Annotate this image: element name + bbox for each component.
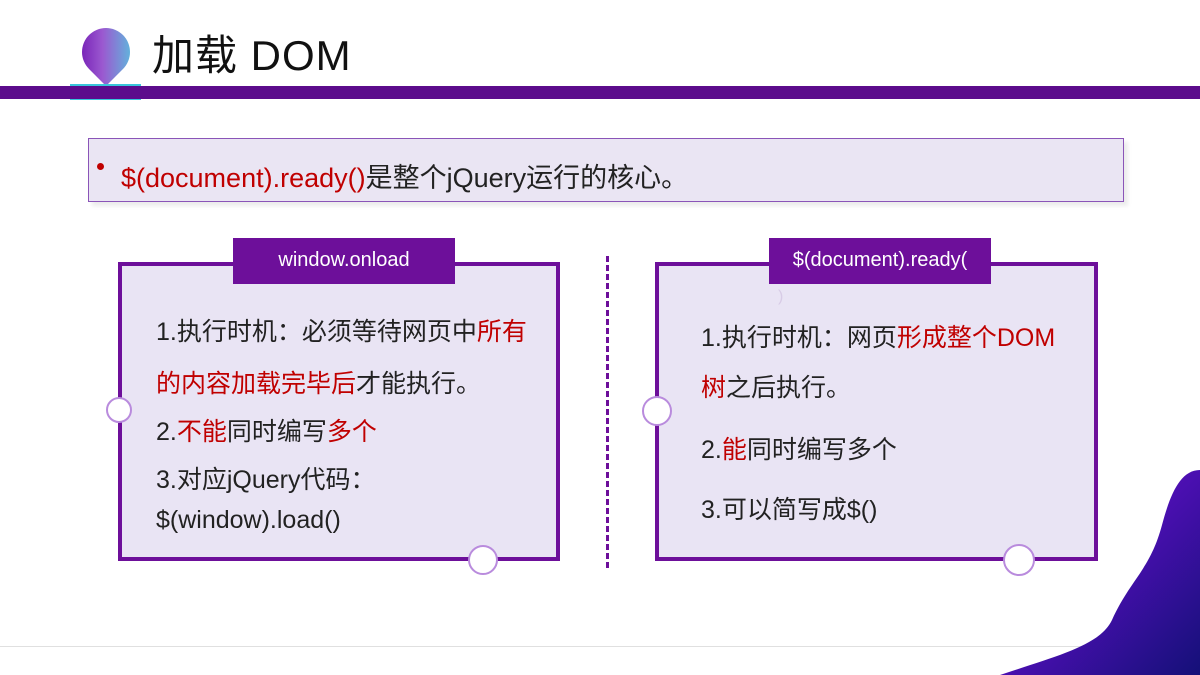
right-card-label-overflow: ) [778, 288, 784, 305]
left-card-circle-bottom [468, 545, 498, 575]
left-card-line-5: $(window).load() [156, 506, 341, 534]
left-card-circle-left [106, 397, 132, 423]
right-card-line-3: 2.能同时编写多个 [701, 436, 897, 464]
left-card-line-4: 3.对应jQuery代码： [156, 466, 376, 494]
footer-line [0, 646, 1200, 647]
right-card-circle-bottom [1003, 544, 1035, 576]
right-card-label: $(document).ready( [769, 238, 991, 284]
right-card-line-4: 3.可以简写成$() [701, 496, 878, 524]
left-card-line-1: 1.执行时机：必须等待网页中所有 [156, 318, 527, 346]
right-card-circle-left [642, 396, 672, 426]
right-card-line-1: 1.执行时机：网页形成整个DOM [701, 324, 1056, 352]
slide-title: 加载 DOM [152, 32, 352, 79]
left-card-line-3: 2.不能同时编写多个 [156, 418, 377, 446]
header-bar [0, 86, 1200, 99]
center-divider [606, 256, 609, 568]
bullet-box: $(document).ready()是整个jQuery运行的核心。 [88, 138, 1124, 202]
right-card-line-2: 树之后执行。 [701, 374, 852, 402]
left-card-label: window.onload [233, 238, 455, 284]
corner-wave-decoration [1000, 470, 1200, 675]
left-card-line-2: 的内容加载完毕后才能执行。 [156, 370, 482, 398]
bullet-text: $(document).ready()是整个jQuery运行的核心。 [121, 156, 688, 195]
right-card: 1.执行时机：网页形成整个DOM 树之后执行。 2.能同时编写多个 3.可以简写… [655, 262, 1098, 561]
bullet-dot-icon [97, 163, 104, 170]
logo-drop-icon [72, 18, 140, 86]
left-card: 1.执行时机：必须等待网页中所有 的内容加载完毕后才能执行。 2.不能同时编写多… [118, 262, 560, 561]
bullet-code: $(document).ready() [121, 163, 366, 193]
bullet-description: 是整个jQuery运行的核心。 [365, 163, 689, 193]
